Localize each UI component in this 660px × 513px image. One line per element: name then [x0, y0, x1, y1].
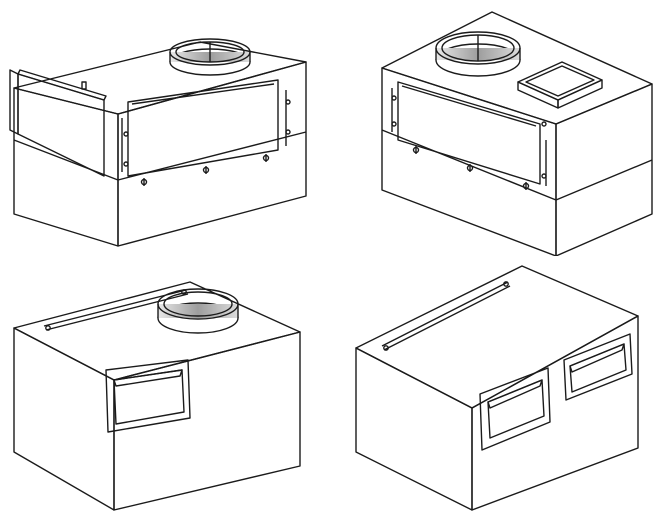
plenum-box-drawing [9, 38, 307, 247]
box-top-face [13, 41, 307, 115]
top-stud [81, 81, 87, 90]
round-collar [157, 288, 239, 334]
plenum-box-drawing [13, 281, 301, 511]
box-side-face [13, 87, 119, 247]
front-rectangular-opening [105, 359, 191, 433]
box-front-face [381, 67, 557, 256]
access-panel [391, 81, 547, 190]
side-opening-flange [9, 69, 19, 135]
front-rectangular-opening-2 [563, 333, 633, 401]
plenum-box-view-3 [0, 256, 330, 513]
plenum-box-drawing [355, 265, 639, 511]
box-front-face [471, 315, 639, 511]
box-front-face [113, 331, 301, 511]
top-rail [43, 289, 189, 331]
plenum-box-view-2 [330, 0, 660, 256]
box-side-face [355, 347, 473, 511]
rectangular-top-collar [517, 61, 603, 109]
side-rectangular-opening [17, 73, 105, 177]
top-rail [381, 281, 511, 351]
access-panel [121, 79, 291, 186]
plenum-box-view-1 [0, 0, 330, 256]
box-side-face [13, 327, 115, 511]
round-collar [435, 31, 521, 77]
plenum-box-view-4 [330, 256, 660, 513]
plenum-box-drawing [381, 11, 653, 256]
front-rectangular-opening-1 [479, 367, 551, 451]
box-side-face [555, 83, 653, 256]
box-top-face [381, 11, 653, 125]
round-collar [169, 38, 251, 76]
